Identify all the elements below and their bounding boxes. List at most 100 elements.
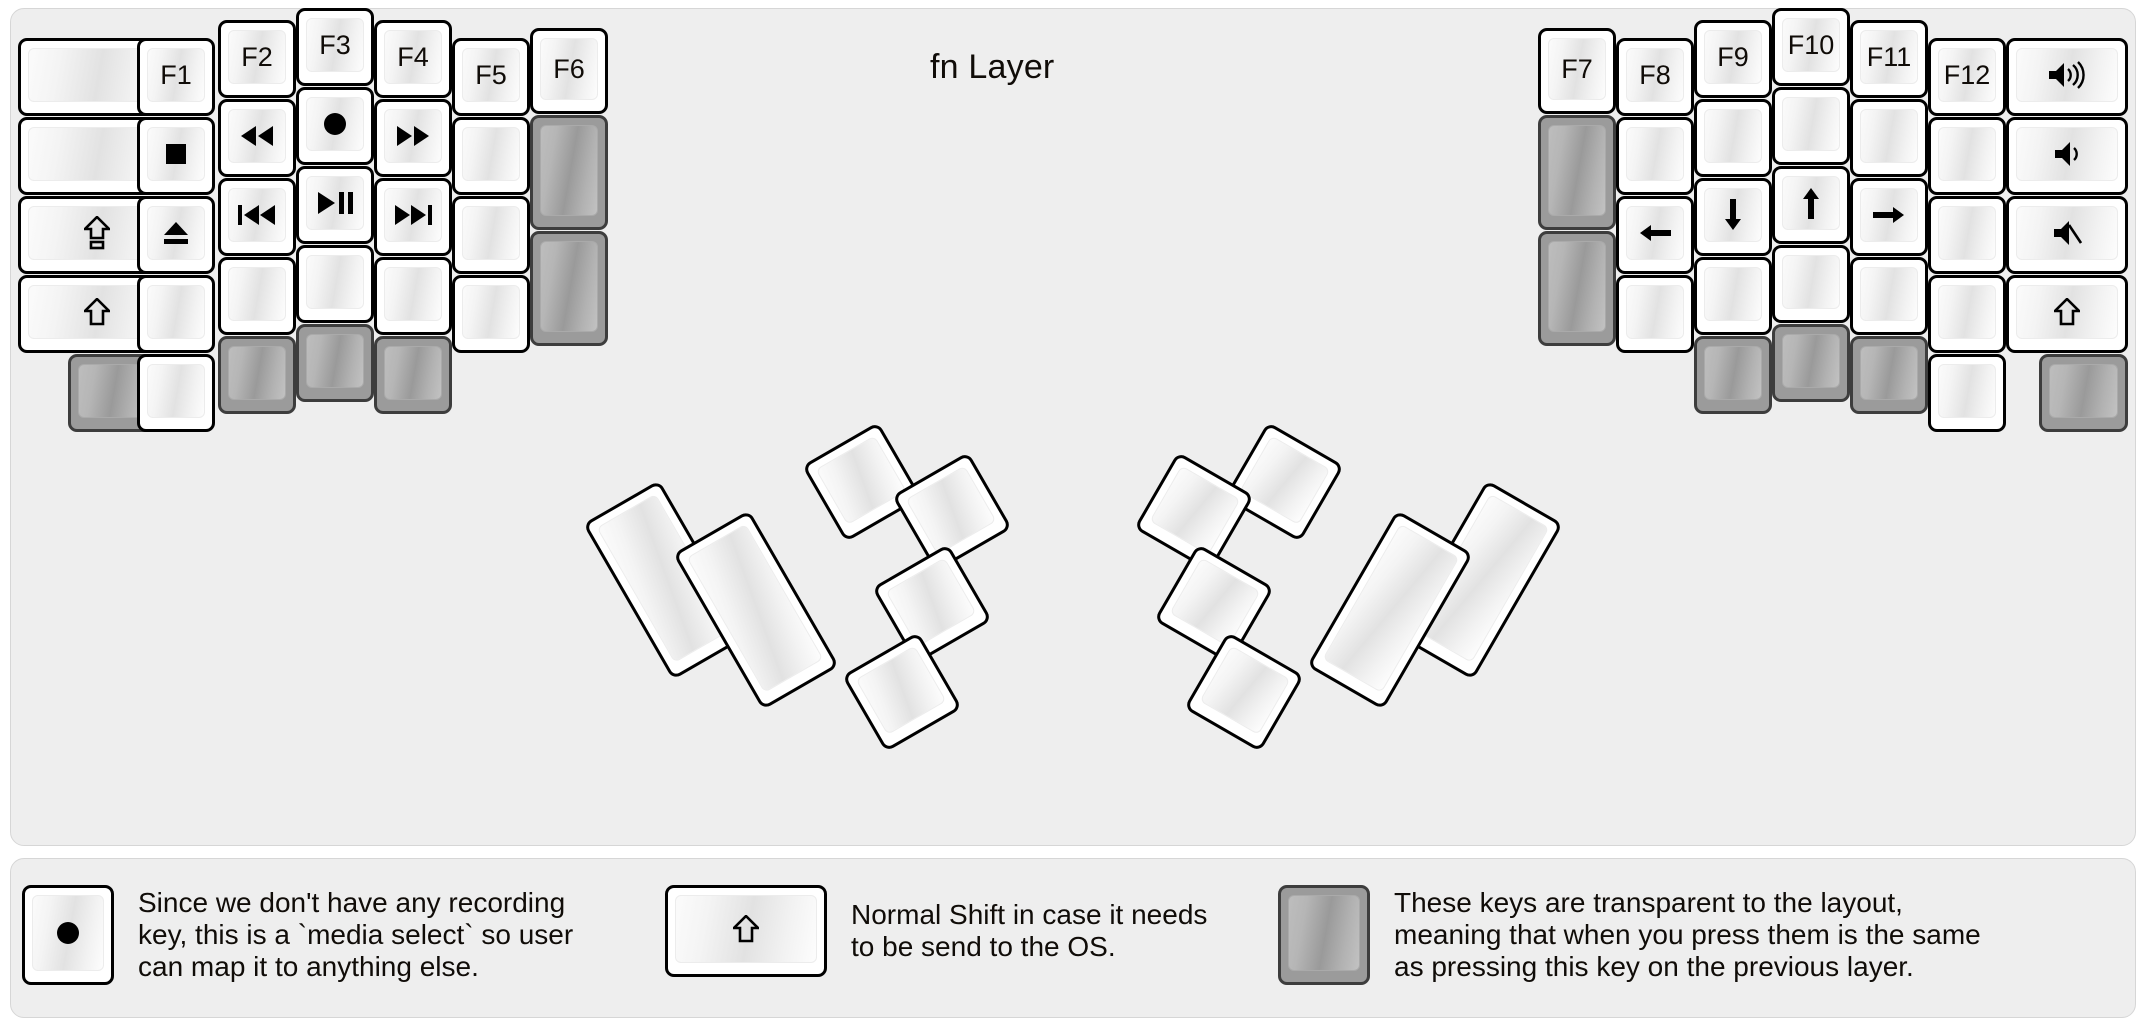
key-right-col-middle-0[interactable]: F10 [1772, 8, 1850, 86]
keycap-surface [1938, 364, 1996, 418]
keycap-surface [228, 109, 286, 163]
key-left-col-pinky-0[interactable]: F1 [137, 38, 215, 116]
key-right-col-innermost-0[interactable]: F7 [1538, 28, 1616, 114]
legend-item-0: Since we don't have any recording key, t… [22, 885, 573, 985]
key-left-col-inner-1[interactable] [452, 117, 530, 195]
key-right-col-ring-1[interactable] [1850, 99, 1928, 177]
key-left-col-index-0[interactable]: F4 [374, 20, 452, 98]
arrow-up-icon [1800, 186, 1822, 220]
key-left-col-index-3[interactable] [374, 257, 452, 335]
keycap-surface [1938, 127, 1996, 181]
media-fast-forward-icon [396, 126, 430, 146]
keycap-surface [1626, 127, 1684, 181]
legend-sample-key-2 [1278, 885, 1370, 985]
keycap-surface [306, 334, 364, 388]
key-left-col-middle-2[interactable] [296, 166, 374, 244]
keycap-surface [384, 267, 442, 321]
key-right-col-pinky-outer-3[interactable] [2006, 275, 2128, 353]
shift-icon [733, 915, 759, 943]
key-right-col-middle-1[interactable] [1772, 87, 1850, 165]
key-right-col-ring-2[interactable] [1850, 178, 1928, 256]
key-left-col-middle-3[interactable] [296, 245, 374, 323]
key-right-col-pinky-outer-1[interactable] [2006, 117, 2128, 195]
keycap-surface [2016, 285, 2118, 339]
media-stop-icon [165, 143, 187, 165]
keycap-surface [78, 364, 147, 418]
key-right-col-inner-1[interactable] [1616, 117, 1694, 195]
key-right-col-pinky-2[interactable] [1928, 196, 2006, 274]
keycap-surface [1626, 285, 1684, 339]
keycap-surface: F3 [306, 18, 364, 72]
legend-description-1: Normal Shift in case it needs to be send… [851, 899, 1208, 962]
keycap-surface [885, 557, 977, 647]
key-left-col-index-2[interactable] [374, 178, 452, 256]
key-right-col-innermost-1[interactable] [1538, 115, 1616, 230]
key-left-col-middle-0[interactable]: F3 [296, 8, 374, 86]
key-right-col-middle-2[interactable] [1772, 166, 1850, 244]
key-right-col-ring-3[interactable] [1850, 257, 1928, 335]
key-right-col-middle-3[interactable] [1772, 245, 1850, 323]
key-left-col-ring-3[interactable] [218, 257, 296, 335]
key-left-col-middle-4[interactable] [296, 324, 374, 402]
keycap-surface [228, 346, 286, 400]
key-left-col-ring-4[interactable] [218, 336, 296, 414]
keycap-surface [147, 127, 205, 181]
key-right-col-pinky-outer-0[interactable] [2006, 38, 2128, 116]
keycap-surface [306, 97, 364, 151]
key-right-col-inner-3[interactable] [1616, 275, 1694, 353]
key-left-col-ring-2[interactable] [218, 178, 296, 256]
key-right-col-inner-2[interactable] [1616, 196, 1694, 274]
keycap-surface [228, 267, 286, 321]
key-left-col-ring-0[interactable]: F2 [218, 20, 296, 98]
keycap-surface: F7 [1548, 38, 1606, 100]
key-right-col-pinky-4[interactable] [1928, 354, 2006, 432]
keycap-surface [462, 127, 520, 181]
arrow-right-icon [1872, 204, 1906, 226]
keycap-surface [384, 109, 442, 163]
key-right-col-innermost-2[interactable] [1538, 231, 1616, 346]
volume-down-icon [2053, 140, 2081, 168]
keycap-surface [147, 364, 205, 418]
key-left-col-pinky-2[interactable] [137, 196, 215, 274]
key-left-col-innermost-1[interactable] [530, 115, 608, 230]
arrow-left-icon [1638, 222, 1672, 244]
key-left-col-pinky-1[interactable] [137, 117, 215, 195]
keycap-surface [815, 435, 907, 525]
key-left-col-pinky-4[interactable] [137, 354, 215, 432]
key-left-col-index-4[interactable] [374, 336, 452, 414]
keycap-surface [228, 188, 286, 242]
keycap-legend: F3 [319, 29, 351, 60]
key-right-col-pinky-0[interactable]: F12 [1928, 38, 2006, 116]
key-right-col-pinky-outer-2[interactable] [2006, 196, 2128, 274]
key-left-col-innermost-0[interactable]: F6 [530, 28, 608, 114]
shift-icon [2054, 298, 2080, 326]
key-left-col-middle-1[interactable] [296, 87, 374, 165]
key-right-col-index-3[interactable] [1694, 257, 1772, 335]
key-right-col-pinky-3[interactable] [1928, 275, 2006, 353]
keycap-surface [1782, 176, 1840, 230]
key-left-col-inner-0[interactable]: F5 [452, 38, 530, 116]
key-left-col-pinky-3[interactable] [137, 275, 215, 353]
key-left-col-index-1[interactable] [374, 99, 452, 177]
key-right-col-inner-0[interactable]: F8 [1616, 38, 1694, 116]
key-left-col-inner-3[interactable] [452, 275, 530, 353]
key-left-col-ring-1[interactable] [218, 99, 296, 177]
keycap-surface: F5 [462, 48, 520, 102]
key-right-col-pinky-1[interactable] [1928, 117, 2006, 195]
legend-item-1: Normal Shift in case it needs to be send… [665, 885, 1207, 977]
key-right-col-index-0[interactable]: F9 [1694, 20, 1772, 98]
key-left-col-innermost-2[interactable] [530, 231, 608, 346]
media-eject-icon [162, 220, 190, 246]
key-right-col-pinky-outer-4[interactable] [2039, 354, 2128, 432]
keycap-surface: F6 [540, 38, 598, 100]
key-right-col-index-4[interactable] [1694, 336, 1772, 414]
keycap-surface [2016, 127, 2118, 181]
keycap-surface [462, 206, 520, 260]
key-right-col-ring-4[interactable] [1850, 336, 1928, 414]
key-left-col-inner-2[interactable] [452, 196, 530, 274]
key-right-col-index-1[interactable] [1694, 99, 1772, 177]
key-right-col-ring-0[interactable]: F11 [1850, 20, 1928, 98]
key-right-col-middle-4[interactable] [1772, 324, 1850, 402]
legend-item-2: These keys are transparent to the layout… [1278, 885, 1981, 985]
key-right-col-index-2[interactable] [1694, 178, 1772, 256]
